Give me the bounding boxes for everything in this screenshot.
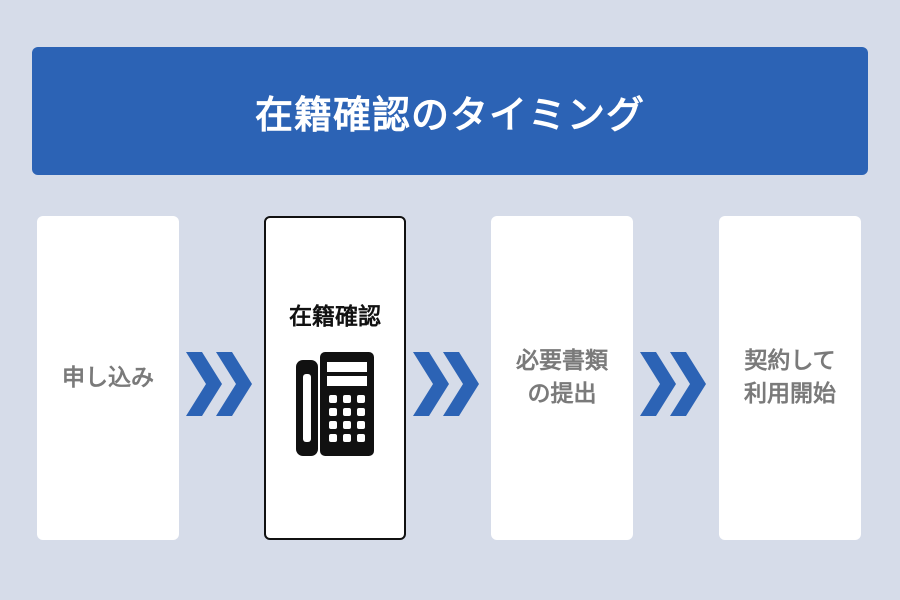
step-contract-start: 契約して 利用開始	[719, 216, 861, 540]
step-application: 申し込み	[37, 216, 179, 540]
title-banner: 在籍確認のタイミング	[32, 47, 868, 175]
step-employment-verification: 在籍確認	[264, 216, 406, 540]
double-chevron-right-icon	[186, 352, 252, 416]
step-label: 申し込み	[62, 364, 154, 391]
step-label: 契約して 利用開始	[744, 348, 836, 407]
step-label: 在籍確認	[289, 303, 381, 330]
phone-icon	[296, 351, 374, 456]
double-chevron-right-icon	[413, 352, 479, 416]
step-label: 必要書類 の提出	[516, 348, 608, 407]
double-chevron-right-icon	[640, 352, 706, 416]
page-title: 在籍確認のタイミング	[254, 92, 645, 137]
step-document-submission: 必要書類 の提出	[491, 216, 633, 540]
